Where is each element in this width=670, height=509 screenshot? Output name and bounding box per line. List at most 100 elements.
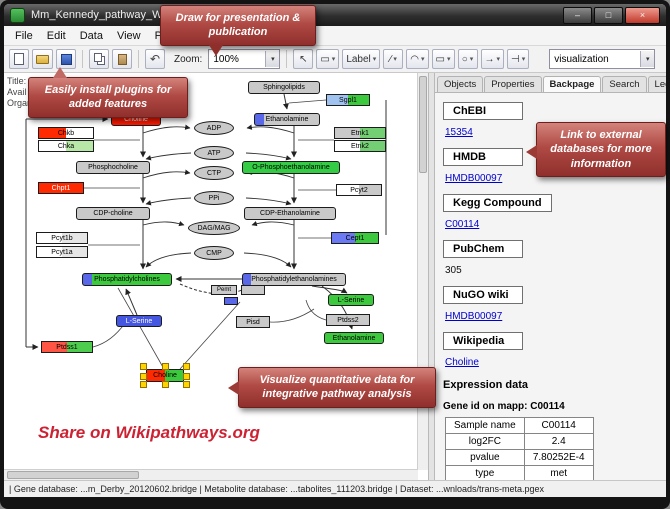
close-button[interactable]: × <box>625 6 660 24</box>
arc-tool-button[interactable]: ◠ <box>406 49 429 69</box>
pathway-node-phosphatidylcholines[interactable]: Phosphatidylcholines <box>82 273 172 286</box>
tab-objects[interactable]: Objects <box>437 76 484 92</box>
pathway-node-l-serine[interactable]: L-Serine <box>328 294 374 306</box>
selection-handle[interactable] <box>140 381 147 388</box>
selection-handle[interactable] <box>183 381 190 388</box>
minimize-button[interactable]: – <box>563 6 592 24</box>
pathway-node-adp[interactable]: ADP <box>194 121 234 135</box>
tab-properties[interactable]: Properties <box>484 76 542 92</box>
pathway-node-ethanolamine[interactable]: Ethanolamine <box>254 113 320 126</box>
pathway-edges <box>25 93 387 370</box>
visualization-combobox[interactable]: visualization ▾ <box>549 49 656 69</box>
arrow-tool-button[interactable]: → <box>480 49 505 69</box>
chevron-down-icon[interactable]: ▾ <box>265 51 280 67</box>
tbar-tool-button[interactable]: ⊣ <box>507 49 530 69</box>
pathway-node-pemt[interactable]: Pemt <box>211 285 237 295</box>
pathway-node-phosphatidylethanolamines[interactable]: Phosphatidylethanolamines <box>242 273 346 286</box>
pathway-node-pcyt2[interactable]: Pcyt2 <box>336 184 382 196</box>
pathway-node-pisd[interactable]: Pisd <box>236 316 270 328</box>
pathway-canvas[interactable]: Title: Avail Organ <box>4 73 428 480</box>
pathway-node-chkb[interactable]: Chkb <box>38 127 94 139</box>
toolbar-separator <box>138 50 139 68</box>
chevron-down-icon[interactable]: ▾ <box>640 51 655 67</box>
expression-cell: Sample name <box>445 417 525 434</box>
selection-handle[interactable] <box>162 363 169 370</box>
pathway-node-cdp-ethanolamine[interactable]: CDP-Ethanolamine <box>244 207 336 220</box>
callout-draw: Draw for presentation & publication <box>160 5 316 56</box>
pathway-node-cmp[interactable]: CMP <box>194 246 234 260</box>
pathway-node-box[interactable] <box>224 297 238 305</box>
backpage-link-kegg-compound[interactable]: C00114 <box>445 219 480 230</box>
scrollbar-thumb[interactable] <box>7 471 139 479</box>
selection-handle[interactable] <box>183 363 190 370</box>
new-file-icon <box>14 53 24 65</box>
undo-button[interactable] <box>145 49 165 69</box>
selection-handle[interactable] <box>140 372 147 380</box>
pathway-node-cept1[interactable]: Cept1 <box>331 232 379 244</box>
pathway-node-dag-mag[interactable]: DAG/MAG <box>188 221 240 235</box>
node-label: PPi <box>208 194 220 202</box>
maximize-button[interactable]: □ <box>594 6 623 24</box>
pathway-node-ptdss2[interactable]: Ptdss2 <box>326 314 370 326</box>
zoom-combobox[interactable]: 100% ▾ <box>208 49 281 69</box>
menu-file[interactable]: File <box>15 29 33 42</box>
backpage-link-wikipedia[interactable]: Choline <box>445 357 479 368</box>
callout-visualize-text: Visualize quantitative data for integrat… <box>259 374 415 401</box>
pathway-node-chka[interactable]: Chka <box>38 140 94 152</box>
scrollbar-thumb[interactable] <box>419 76 427 173</box>
pathway-node-etnk1[interactable]: Etnk1 <box>334 127 386 139</box>
zoom-value: 100% <box>213 53 239 65</box>
backpage-link-hmdb[interactable]: HMDB00097 <box>445 173 503 184</box>
pointer-tool-button[interactable]: ↖ <box>293 49 314 69</box>
node-label: L-Serine <box>125 317 153 325</box>
new-file-button[interactable] <box>9 49 29 69</box>
node-label: L-Serine <box>337 296 365 304</box>
pathway-node-cdp-choline[interactable]: CDP-choline <box>76 207 150 220</box>
canvas-vertical-scrollbar[interactable] <box>417 73 428 470</box>
canvas-horizontal-scrollbar[interactable] <box>4 469 418 480</box>
pathway-node-choline[interactable]: Choline <box>140 363 190 388</box>
pathway-node-phosphocholine[interactable]: Phosphocholine <box>76 161 150 174</box>
selection-handle[interactable] <box>183 372 190 380</box>
datanode-tool-button[interactable]: ▭ <box>316 49 340 69</box>
selection-handle[interactable] <box>140 363 147 370</box>
pathway-node-atp[interactable]: ATP <box>194 146 234 160</box>
tab-search[interactable]: Search <box>602 76 647 92</box>
pathway-node-sphingolipids[interactable]: Sphingolipids <box>248 81 320 94</box>
tab-legend[interactable]: Legend <box>647 76 666 92</box>
pathway-node-l-serine[interactable]: L-Serine <box>116 315 162 327</box>
pathway-node-o-phosphoethanolamine[interactable]: O-Phosphoethanolamine <box>242 161 340 174</box>
open-button[interactable] <box>32 49 53 69</box>
pathway-node-etnk2[interactable]: Etnk2 <box>334 140 386 152</box>
line-tool-button[interactable]: ∕ <box>383 49 404 69</box>
pathway-node-chpt1[interactable]: Chpt1 <box>38 182 84 194</box>
pathway-node-pcyt1b[interactable]: Pcyt1b <box>36 232 88 244</box>
panel-splitter[interactable] <box>428 73 435 480</box>
save-button[interactable] <box>56 49 76 69</box>
menu-edit[interactable]: Edit <box>46 29 66 42</box>
paste-button[interactable] <box>112 49 132 69</box>
tab-backpage[interactable]: Backpage <box>542 76 602 92</box>
pathway-node-ethanolamine[interactable]: Ethanolamine <box>324 332 384 344</box>
pathway-node-ppi[interactable]: PPi <box>194 191 234 205</box>
pathway-node-ptdss1[interactable]: Ptdss1 <box>41 341 93 353</box>
pathway-node-pcyt1a[interactable]: Pcyt1a <box>36 246 88 258</box>
title-bar[interactable]: Mm_Kennedy_pathway_WP1771_45176.gpml – □… <box>4 4 666 26</box>
rectangle-tool-button[interactable]: ▭ <box>431 49 455 69</box>
backpage-link-nugo-wiki[interactable]: HMDB00097 <box>445 311 503 322</box>
node-label: Etnk1 <box>351 129 369 137</box>
menu-data[interactable]: Data <box>79 29 103 42</box>
app-icon <box>10 7 25 23</box>
callout-pointer <box>53 67 67 78</box>
pathway-node-box[interactable] <box>241 285 265 295</box>
pathway-node-sgpl1[interactable]: Sgpl1 <box>326 94 370 106</box>
label-tool-button[interactable]: Label <box>342 49 381 69</box>
copy-button[interactable] <box>89 49 109 69</box>
selection-handle[interactable] <box>162 381 169 388</box>
menu-view[interactable]: View <box>116 29 141 42</box>
ellipse-tool-button[interactable]: ○ <box>457 49 478 69</box>
pathway-node-ctp[interactable]: CTP <box>194 166 234 180</box>
backpage-link-chebi[interactable]: 15354 <box>445 127 473 138</box>
